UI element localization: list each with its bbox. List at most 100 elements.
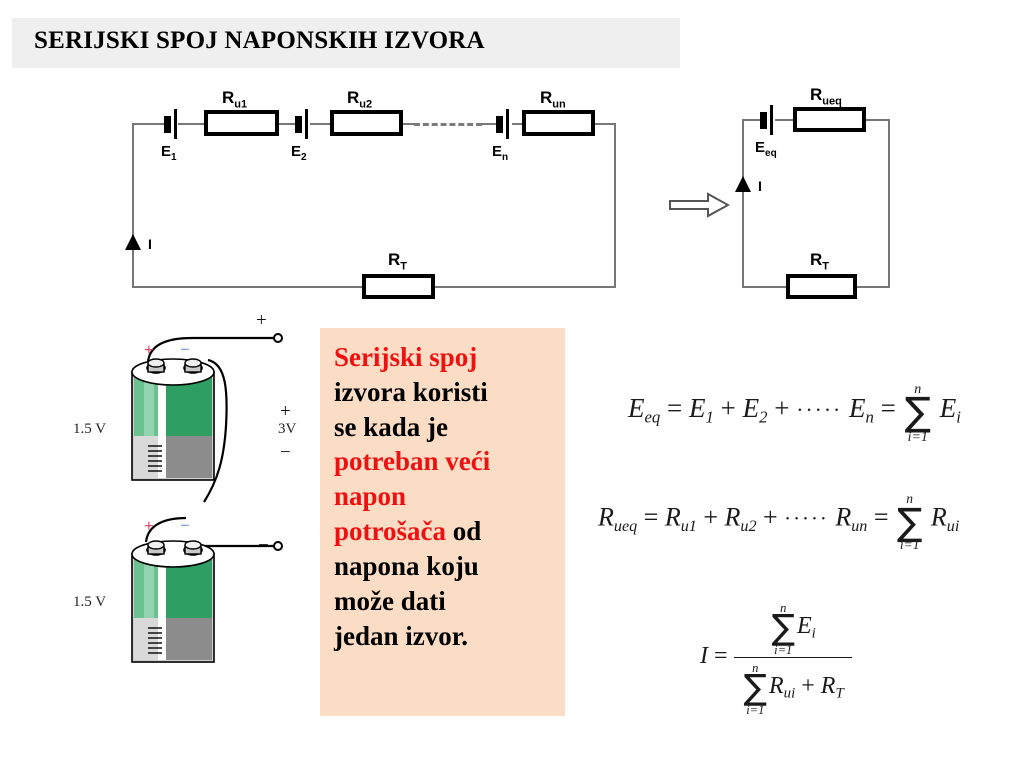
eq1-lhs: E: [628, 393, 645, 424]
eq3-denominator: n ∑ i=1 Rui + RT: [743, 660, 844, 718]
wire-top-8: [594, 123, 616, 125]
terminal-plus-top: +: [256, 310, 267, 331]
wire-bottom-right: [434, 286, 616, 288]
battery-top-minus-terminal: −: [180, 340, 190, 359]
ellipsis-dashed-line: [414, 123, 482, 126]
callout-line-8: može dati: [334, 584, 565, 619]
eq2-plus-a: +: [703, 502, 718, 532]
callout-line-1: Serijski spoj: [334, 340, 565, 375]
eq2-sum-bottom: i=1: [899, 536, 920, 552]
eq2-sum-top: n: [906, 491, 914, 506]
eq3-num-sum-bottom: i=1: [774, 643, 793, 658]
current-label-right: I: [758, 178, 762, 194]
eq2-dots: ·····: [784, 507, 829, 531]
eq1-summation: n ∑ i=1: [905, 382, 931, 444]
wire-top-6: [482, 123, 496, 125]
wire-top-5: [402, 123, 414, 125]
eq3-fraction-bar: [733, 656, 852, 658]
battery-voltage-label-1: 1.5 V: [73, 421, 107, 437]
wire-r-bottom-1: [742, 286, 786, 288]
eq1-equals-2: =: [880, 393, 896, 424]
wire-r-top-1: [742, 119, 760, 121]
wire-top-2: [178, 123, 204, 125]
resistor-rueq: [793, 107, 866, 132]
wire-top-7: [512, 123, 530, 125]
callout-text-7: napona koju: [334, 550, 479, 581]
callout-line-5: napon: [334, 479, 565, 514]
wire-r-right: [888, 119, 890, 287]
eq2-sum-term-sub: ui: [946, 517, 960, 535]
battery-illustration-bottom: [100, 512, 310, 707]
equation-rueq: Rueq = Ru1 + Ru2 + ····· Run = n ∑ i=1 R…: [598, 491, 960, 552]
eq1-dots: ·····: [796, 398, 843, 423]
resistor-label-run: Run: [540, 88, 566, 111]
callout-line-3: se kada je: [334, 410, 565, 445]
equation-eeq: Eeq = E1 + E2 + ····· En = n ∑ i=1 Ei: [628, 381, 961, 445]
terminal-minus-bottom: −: [258, 535, 269, 556]
eq1-sum-bottom: i=1: [907, 428, 928, 445]
callout-text-5: napon: [334, 481, 407, 512]
eq3-num-summation: n ∑ i=1: [772, 602, 795, 657]
battery-top-plus-terminal: +: [144, 340, 154, 359]
callout-text-2: izvora koristi: [334, 376, 488, 407]
callout-box: Serijski spoj izvora koristi se kada je …: [320, 328, 565, 716]
callout-line-7: napona koju: [334, 549, 565, 584]
eq3-lhs: I: [700, 642, 708, 669]
callout-text-3: se kada je: [334, 411, 448, 442]
eq3-den-sigma: ∑: [743, 668, 767, 709]
wire-top-3: [279, 123, 295, 125]
eq3-numerator: n ∑ i=1 Ei: [771, 601, 816, 658]
wire-r-top-3: [866, 119, 890, 121]
equation-current: I = n ∑ i=1 Ei n ∑ i=1 Rui + RT: [700, 600, 852, 718]
callout-line-4: potreban veći: [334, 444, 565, 479]
wire-top-4: [310, 123, 330, 125]
wire-right-vertical: [614, 123, 616, 287]
eq3-den-sum-top: n: [752, 660, 759, 675]
resistor-label-ru2: Ru2: [347, 88, 373, 111]
callout-text-4: potreban veći: [334, 446, 491, 477]
battery-voltage-label-2: 1.5 V: [73, 594, 107, 610]
battery-bottom-minus-terminal: −: [180, 516, 190, 535]
right-arrow-icon: [668, 192, 731, 223]
callout-text-9: jedan izvor.: [334, 620, 468, 651]
callout-line-9: jedan izvor.: [334, 619, 565, 654]
resistor-ru1: [204, 110, 279, 136]
output-plus-label: +: [280, 401, 291, 422]
eq2-lhs: R: [598, 502, 614, 532]
callout-line-6: potrošača od: [334, 514, 565, 549]
current-label-left: I: [148, 236, 152, 252]
eq1-plus-a: +: [720, 393, 736, 424]
source-label-en: En: [492, 143, 509, 163]
wire-r-top-2: [775, 119, 793, 121]
battery-bottom-plus-terminal: +: [144, 516, 154, 535]
eq1-sum-term: E: [939, 393, 957, 424]
resistor-label-rt-left: RT: [388, 250, 408, 273]
eq2-lhs-sub: ueq: [613, 517, 638, 535]
eq3-num-sum-top: n: [780, 601, 787, 615]
output-voltage-label: 3V: [278, 421, 297, 437]
current-arrow-right: [735, 176, 751, 192]
eq3-den-summation: n ∑ i=1: [743, 660, 767, 718]
eq2-equals-2: =: [873, 502, 889, 532]
resistor-run: [522, 110, 595, 136]
wire-bottom-left: [132, 286, 362, 288]
callout-text-1: Serijski spoj: [334, 342, 478, 372]
callout-line-2: izvora koristi: [334, 375, 565, 410]
eq2-plus-b: +: [763, 502, 778, 532]
resistor-label-ru1: Ru1: [222, 88, 248, 111]
wire-left-vertical: [132, 123, 134, 287]
source-label-e1: E1: [161, 143, 177, 163]
eq1-lhs-sub: eq: [644, 407, 661, 427]
resistor-rt-right: [786, 274, 857, 299]
eq3-fraction: n ∑ i=1 Ei n ∑ i=1 Rui + RT: [733, 600, 852, 718]
eq2-equals: =: [643, 502, 659, 532]
wire-top-1: [132, 123, 164, 125]
callout-text-6: potrošača: [334, 516, 446, 547]
eq3-den-sum-bottom: i=1: [746, 703, 765, 718]
eq3-num-sigma: ∑: [771, 608, 795, 649]
resistor-ru2: [330, 110, 403, 136]
battery-illustration-top: [100, 330, 310, 525]
page-title: SERIJSKI SPOJ NAPONSKIH IZVORA: [34, 27, 485, 54]
eq3-plus: +: [801, 672, 815, 699]
